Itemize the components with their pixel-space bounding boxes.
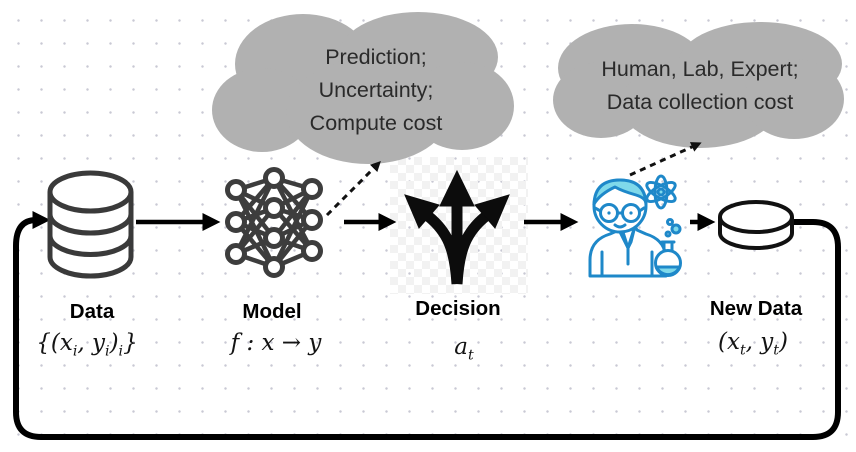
cloud-line: Uncertainty; xyxy=(318,78,434,102)
decision-label: Decision xyxy=(415,297,501,320)
neural-network-icon xyxy=(225,167,323,278)
data-collection-cloud-text: Human, Lab, Expert; Data collection cost xyxy=(556,53,844,119)
scientist-icon xyxy=(588,174,682,278)
data-label: Data xyxy=(69,300,115,323)
new-data-label: New Data xyxy=(709,297,803,320)
branching-arrows-icon xyxy=(404,169,510,285)
data-math: {(xi, yi)i} xyxy=(36,330,138,360)
callout-dashed-arrows xyxy=(325,142,702,217)
decision-math: at xyxy=(454,334,474,364)
disk-icon xyxy=(718,200,794,250)
data-collection-cloud-shape xyxy=(553,22,844,148)
cloud-line: Human, Lab, Expert; xyxy=(601,57,799,81)
model-label: Model xyxy=(242,300,302,323)
database-icon xyxy=(47,170,134,279)
cloud-line: Data collection cost xyxy=(606,90,794,114)
model-outputs-cloud-shape xyxy=(212,12,514,164)
cloud-line: Prediction; xyxy=(325,45,427,69)
cloud-line: Compute cost xyxy=(309,111,443,135)
model-math: f : x → y xyxy=(230,330,322,356)
model-outputs-cloud-text: Prediction; Uncertainty; Compute cost xyxy=(238,41,514,140)
new-data-math: (xt, yt) xyxy=(717,329,789,359)
feedback-loop-arrow xyxy=(13,211,841,440)
